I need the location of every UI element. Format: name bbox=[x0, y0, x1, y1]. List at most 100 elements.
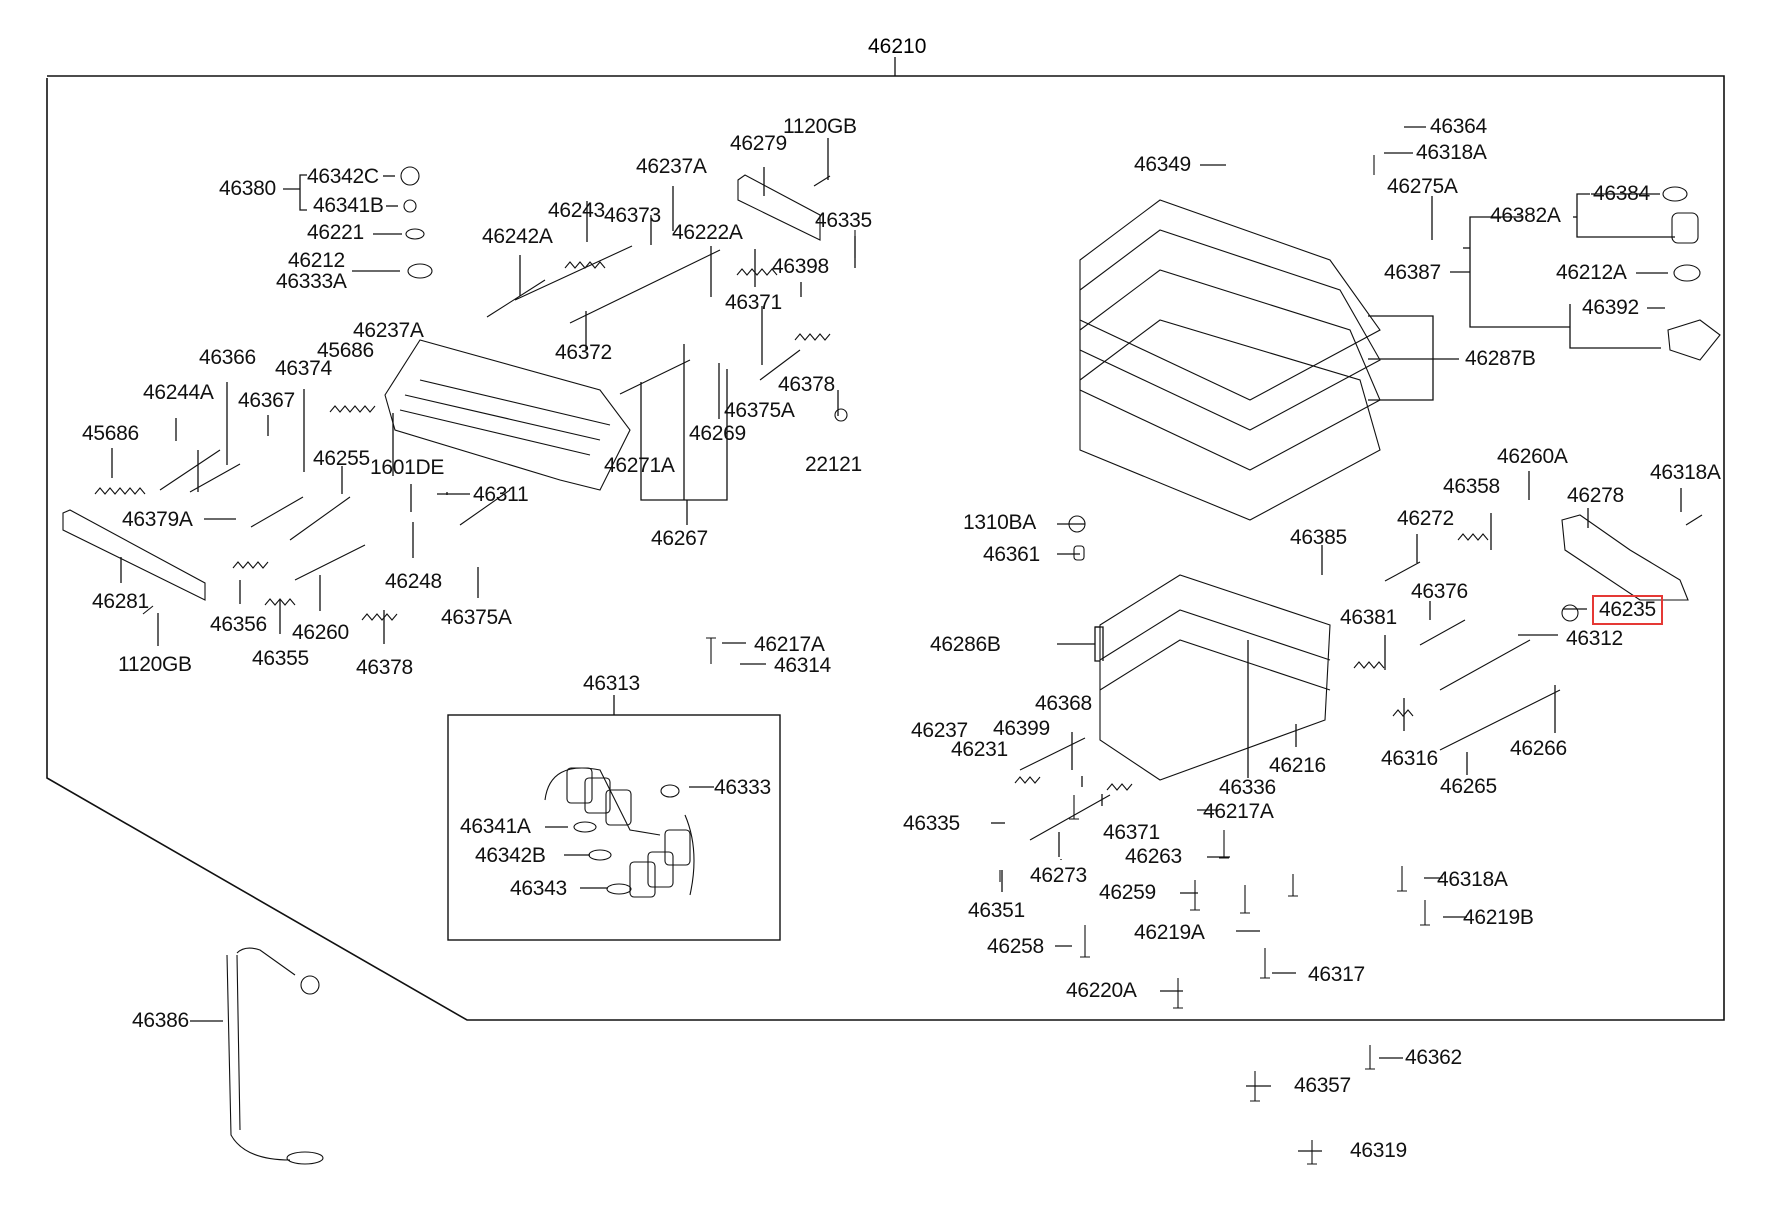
part-label[interactable]: 46287B bbox=[1465, 347, 1536, 370]
part-label[interactable]: 46371 bbox=[725, 291, 782, 314]
part-label[interactable]: 46259 bbox=[1099, 881, 1156, 904]
part-label[interactable]: 46392 bbox=[1582, 296, 1639, 319]
part-label[interactable]: 46367 bbox=[238, 389, 295, 412]
part-label[interactable]: 46221 bbox=[307, 221, 364, 244]
part-label[interactable]: 46386 bbox=[132, 1009, 189, 1032]
part-label[interactable]: 45686 bbox=[317, 339, 374, 362]
part-label[interactable]: 46335 bbox=[903, 812, 960, 835]
part-label[interactable]: 46242A bbox=[482, 225, 553, 248]
part-label[interactable]: 1120GB bbox=[118, 653, 192, 676]
part-label[interactable]: 46378 bbox=[778, 373, 835, 396]
part-label[interactable]: 46212 bbox=[288, 249, 345, 272]
part-label[interactable]: 46311 bbox=[473, 483, 529, 506]
part-label[interactable]: 46373 bbox=[604, 204, 661, 227]
part-label[interactable]: 46351 bbox=[968, 899, 1025, 922]
part-label[interactable]: 46318A bbox=[1650, 461, 1721, 484]
part-label[interactable]: 46219B bbox=[1463, 906, 1534, 929]
part-label[interactable]: 46217A bbox=[754, 633, 825, 656]
part-label[interactable]: 46244A bbox=[143, 381, 214, 404]
part-label[interactable]: 46260 bbox=[292, 621, 349, 644]
part-label[interactable]: 46275A bbox=[1387, 175, 1458, 198]
part-label[interactable]: 46272 bbox=[1397, 507, 1454, 530]
spring bbox=[329, 405, 376, 413]
part-label[interactable]: 46366 bbox=[199, 346, 256, 369]
part-label[interactable]: 46255 bbox=[313, 447, 370, 470]
part-label[interactable]: 1310BA bbox=[963, 511, 1036, 534]
part-label[interactable]: 1120GB bbox=[783, 115, 857, 138]
part-label[interactable]: 46266 bbox=[1510, 737, 1567, 760]
part-label[interactable]: 46343 bbox=[510, 877, 567, 900]
part-label[interactable]: 46219A bbox=[1134, 921, 1205, 944]
part-label[interactable]: 46286B bbox=[930, 633, 1001, 656]
part-label[interactable]: 46212A bbox=[1556, 261, 1627, 284]
part-label[interactable]: 46399 bbox=[993, 717, 1050, 740]
part-label[interactable]: 46372 bbox=[555, 341, 612, 364]
part-label[interactable]: 46237 bbox=[911, 719, 968, 742]
part-label[interactable]: 46361 bbox=[983, 543, 1040, 566]
part-label[interactable]: 46263 bbox=[1125, 845, 1182, 868]
solenoid-pack-b bbox=[629, 814, 695, 898]
part-label[interactable]: 46231 bbox=[951, 738, 1008, 761]
part-label[interactable]: 46222A bbox=[672, 221, 743, 244]
part-label[interactable]: 46265 bbox=[1440, 775, 1497, 798]
part-label[interactable]: 46342C bbox=[307, 165, 379, 188]
part-label[interactable]: 46279 bbox=[730, 132, 787, 155]
part-label[interactable]: 1601DE bbox=[370, 456, 445, 479]
part-label[interactable]: 46382A bbox=[1490, 204, 1561, 227]
part-label[interactable]: 46260A bbox=[1497, 445, 1568, 468]
part-label[interactable]: 46349 bbox=[1134, 153, 1191, 176]
part-label[interactable]: 46216 bbox=[1269, 754, 1326, 777]
part-label[interactable]: 46318A bbox=[1437, 868, 1508, 891]
part-label[interactable]: 46387 bbox=[1384, 261, 1441, 284]
part-label[interactable]: 46364 bbox=[1430, 115, 1487, 138]
part-label[interactable]: 46237A bbox=[636, 155, 707, 178]
highlighted-part-label[interactable]: 46235 bbox=[1592, 595, 1663, 625]
part-label[interactable]: 46318A bbox=[1416, 141, 1487, 164]
part-label[interactable]: 46355 bbox=[252, 647, 309, 670]
part-label[interactable]: 46243 bbox=[548, 199, 605, 222]
part-label[interactable]: 46380 bbox=[219, 177, 276, 200]
part-label[interactable]: 46385 bbox=[1290, 526, 1347, 549]
part-label[interactable]: 46333A bbox=[276, 270, 347, 293]
part-label[interactable]: 46278 bbox=[1567, 484, 1624, 507]
part-label[interactable]: 46217A bbox=[1203, 800, 1274, 823]
part-label[interactable]: 46358 bbox=[1443, 475, 1500, 498]
part-label[interactable]: 46317 bbox=[1308, 963, 1365, 986]
part-label[interactable]: 46314 bbox=[774, 654, 831, 677]
part-label[interactable]: 46381 bbox=[1340, 606, 1397, 629]
part-label[interactable]: 46319 bbox=[1350, 1139, 1407, 1162]
part-label[interactable]: 46357 bbox=[1294, 1074, 1351, 1097]
part-label[interactable]: 46379A bbox=[122, 508, 193, 531]
part-label[interactable]: 46335 bbox=[815, 209, 872, 232]
part-label[interactable]: 46312 bbox=[1566, 627, 1623, 650]
part-label[interactable]: 46342B bbox=[475, 844, 546, 867]
part-label[interactable]: 46341A bbox=[460, 815, 531, 838]
part-label[interactable]: 46281 bbox=[92, 590, 149, 613]
part-label[interactable]: 46376 bbox=[1411, 580, 1468, 603]
part-label[interactable]: 46237A bbox=[353, 319, 424, 342]
part-label[interactable]: 46371 bbox=[1103, 821, 1160, 844]
part-label[interactable]: 46316 bbox=[1381, 747, 1438, 770]
part-label[interactable]: 46368 bbox=[1035, 692, 1092, 715]
part-label[interactable]: 46313 bbox=[583, 672, 640, 695]
part-label[interactable]: 46273 bbox=[1030, 864, 1087, 887]
part-label[interactable]: 46375A bbox=[724, 399, 795, 422]
part-label[interactable]: 46341B bbox=[313, 194, 384, 217]
part-label[interactable]: 46271A bbox=[604, 454, 675, 477]
part-label[interactable]: 45686 bbox=[82, 422, 139, 445]
part-label[interactable]: 46356 bbox=[210, 613, 267, 636]
part-label[interactable]: 46258 bbox=[987, 935, 1044, 958]
part-label[interactable]: 46362 bbox=[1405, 1046, 1462, 1069]
part-label[interactable]: 46375A bbox=[441, 606, 512, 629]
part-label[interactable]: 46220A bbox=[1066, 979, 1137, 1002]
part-label[interactable]: 46267 bbox=[651, 527, 708, 550]
part-label[interactable]: 46398 bbox=[772, 255, 829, 278]
part-label[interactable]: 46378 bbox=[356, 656, 413, 679]
part-label[interactable]: 46248 bbox=[385, 570, 442, 593]
part-label[interactable]: 46384 bbox=[1593, 182, 1650, 205]
part-label[interactable]: 46333 bbox=[714, 776, 771, 799]
part-label[interactable]: 22121 bbox=[805, 453, 862, 476]
part-label[interactable]: 46269 bbox=[689, 422, 746, 445]
part-label[interactable]: 46336 bbox=[1219, 776, 1276, 799]
part-label[interactable]: 46374 bbox=[275, 357, 332, 380]
